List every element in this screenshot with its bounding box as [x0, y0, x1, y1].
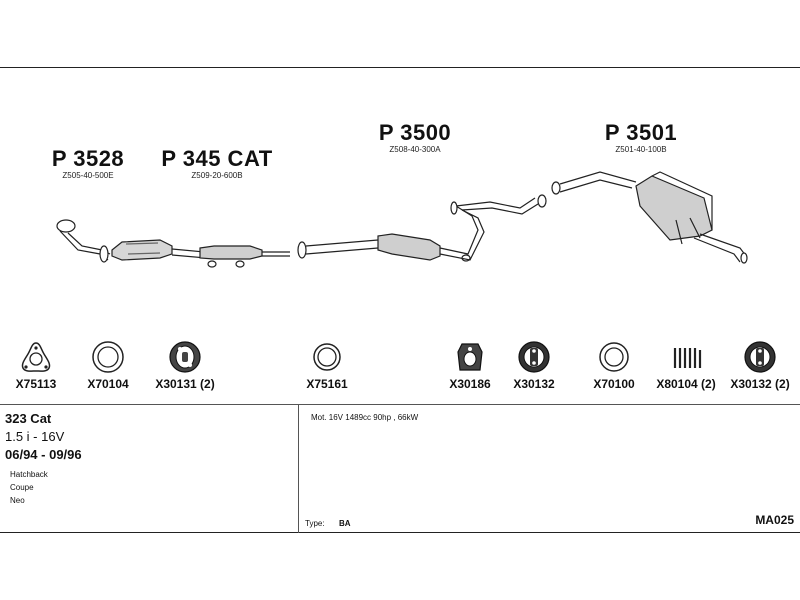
hardware-item: X70100: [569, 340, 659, 391]
hardware-item: X30132 (2): [715, 340, 800, 391]
body-type-item: Coupe: [10, 483, 34, 492]
ring-gasket-icon: [599, 342, 629, 372]
body-type-item: Neo: [10, 496, 25, 505]
ring-gasket-icon: [313, 343, 341, 371]
exhaust-system-drawing: [56, 171, 748, 268]
spring-icon: [673, 348, 702, 368]
ring-gasket-icon: [92, 341, 124, 373]
vehicle-years: 06/94 - 09/96: [5, 447, 82, 462]
part-number: P 3501: [604, 120, 678, 145]
type-value: BA: [339, 519, 351, 528]
part-oem-code: Z508-40-300A: [389, 145, 441, 154]
part-number: P 345 CAT: [161, 146, 273, 171]
hardware-code: X30132: [513, 377, 555, 391]
catalytic-converter-drawing: [111, 239, 290, 268]
rear-silencer-drawing: [537, 171, 748, 264]
hardware-code: X80104 (2): [656, 377, 716, 391]
vehicle-info-panel: 323 Cat 1.5 i - 16V 06/94 - 09/96 Hatchb…: [0, 405, 298, 533]
hardware-code: X30131 (2): [155, 377, 215, 391]
part-label-center-silencer: P 3500 Z508-40-300A: [370, 120, 460, 154]
triangle-flange-gasket-icon: [21, 342, 51, 372]
hardware-item: X75161: [282, 340, 372, 391]
hardware-item: X30132: [489, 340, 579, 391]
hardware-item: X75113: [0, 340, 81, 391]
motor-spec: Mot. 16V 1489cc 90hp , 66kW: [311, 413, 419, 422]
hardware-code: X30186: [449, 377, 491, 391]
body-type-item: Hatchback: [10, 470, 48, 479]
vehicle-engine: 1.5 i - 16V: [5, 429, 65, 444]
part-number: P 3500: [378, 120, 452, 145]
hardware-item: X30131 (2): [140, 340, 230, 391]
exhaust-diagram-sheet: P 3528 Z505-40-500E P 345 CAT Z509-20-60…: [0, 67, 800, 533]
rubber-hanger-icon: [169, 341, 201, 373]
rubber-mount-icon: [518, 341, 550, 373]
hardware-item: X30186: [425, 340, 515, 391]
hardware-code: X75161: [306, 377, 348, 391]
hardware-item: X80104 (2): [641, 340, 731, 391]
info-divider: [0, 404, 800, 405]
part-label-catalytic-converter: P 345 CAT Z509-20-600B: [158, 146, 276, 180]
vehicle-model: 323 Cat: [5, 411, 52, 426]
part-label-front-pipe: P 3528 Z505-40-500E: [48, 146, 128, 180]
rubber-hanger-icon: [457, 343, 483, 371]
hardware-code: X70100: [593, 377, 635, 391]
part-oem-code: Z501-40-100B: [615, 145, 667, 154]
rubber-mount-icon: [744, 341, 776, 373]
engine-details-panel: Mot. 16V 1489cc 90hp , 66kW Type: BA MA0…: [298, 405, 800, 533]
center-silencer-drawing: [297, 197, 539, 262]
front-pipe-drawing: [56, 219, 111, 263]
part-number: P 3528: [51, 146, 125, 171]
hardware-item: X70104: [63, 340, 153, 391]
part-oem-code: Z505-40-500E: [62, 171, 114, 180]
hardware-code: X30132 (2): [730, 377, 790, 391]
part-label-rear-silencer: P 3501 Z501-40-100B: [596, 120, 686, 154]
type-label: Type:: [305, 519, 325, 528]
hardware-code: X75113: [15, 377, 57, 391]
part-oem-code: Z509-20-600B: [191, 171, 243, 180]
diagram-code: MA025: [755, 513, 794, 527]
hardware-code: X70104: [87, 377, 129, 391]
